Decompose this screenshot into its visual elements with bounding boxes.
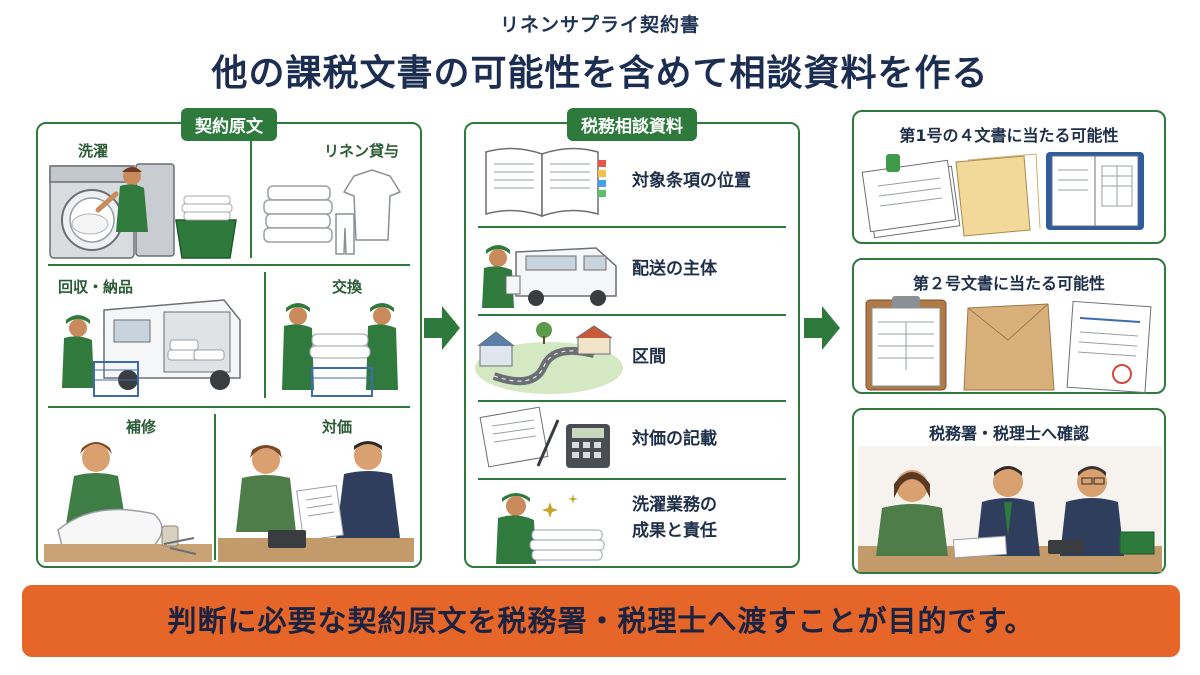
row-divider bbox=[478, 400, 786, 402]
list-item: 対象条項の位置 bbox=[466, 138, 798, 224]
washing-machine-illustration bbox=[49, 163, 237, 259]
cell-payment: 対価 bbox=[218, 414, 414, 562]
driver-van-icon bbox=[482, 245, 617, 308]
tax-consultation-panel: 税務相談資料 対象条項の位置 配送の主体 bbox=[464, 108, 800, 568]
documents-stack-icon bbox=[861, 152, 1144, 239]
cell-label-pickup-delivery: 回収・納品 bbox=[58, 278, 134, 296]
open-book-icon bbox=[485, 147, 606, 218]
grid-divider-h2 bbox=[48, 406, 410, 408]
cell-label-linen-rental: リネン貸与 bbox=[324, 142, 400, 160]
grid-divider-v2 bbox=[264, 272, 266, 398]
row-divider bbox=[478, 478, 786, 480]
list-item: 対価の記載 bbox=[466, 406, 798, 476]
exchange-illustration bbox=[282, 303, 398, 397]
row-divider bbox=[478, 314, 786, 316]
cell-exchange: 交換 bbox=[268, 270, 414, 402]
confirm-title: 税務署・税理士へ確認 bbox=[928, 424, 1089, 443]
grid-divider-h1 bbox=[48, 264, 410, 266]
cell-linen-rental: リネン貸与 bbox=[254, 136, 414, 262]
linen-stack-illustration bbox=[263, 169, 402, 255]
cell-label-washing: 洗濯 bbox=[78, 142, 109, 160]
payment-meeting-illustration bbox=[218, 441, 414, 562]
linen-worker-icon bbox=[496, 493, 605, 564]
item-label-washing-outcome: 洗濯業務の 成果と責任 bbox=[632, 495, 717, 541]
tax-consultation-tag: 税務相談資料 bbox=[567, 108, 697, 141]
possibility-title-2: 第２号文書に当たる可能性 bbox=[912, 274, 1105, 293]
item-label-delivery-entity: 配送の主体 bbox=[632, 259, 717, 279]
list-item: 区間 bbox=[466, 320, 798, 398]
delivery-van-illustration bbox=[62, 299, 241, 397]
cell-pickup-delivery: 回収・納品 bbox=[44, 270, 262, 402]
item-label-payment-entry: 対価の記載 bbox=[632, 429, 717, 449]
cell-label-repair: 補修 bbox=[126, 418, 157, 436]
cell-label-exchange: 交換 bbox=[332, 278, 363, 296]
route-map-icon bbox=[475, 322, 623, 394]
cell-label-payment: 対価 bbox=[322, 418, 353, 436]
item-label-clause-location: 対象条項の位置 bbox=[632, 171, 751, 191]
document-calculator-icon bbox=[479, 406, 610, 468]
possibility-panel-1: 第1号の４文書に当たる可能性 bbox=[852, 110, 1166, 244]
page-title: 他の課税文書の可能性を含めて相談資料を作る bbox=[211, 53, 989, 94]
row-divider bbox=[478, 226, 786, 228]
contract-original-panel: 契約原文 洗濯 リネン貸与 bbox=[36, 108, 422, 568]
conclusion-banner: 判断に必要な契約原文を税務署・税理士へ渡すことが目的です。 bbox=[22, 585, 1180, 657]
grid-divider-v1 bbox=[250, 138, 252, 258]
tax-advisor-meeting-illustration bbox=[858, 446, 1162, 572]
arrow-right-icon bbox=[424, 306, 460, 350]
cell-repair: 補修 bbox=[44, 414, 212, 562]
confirm-panel: 税務署・税理士へ確認 bbox=[852, 408, 1166, 574]
list-item: 配送の主体 bbox=[466, 232, 798, 312]
contract-original-tag: 契約原文 bbox=[181, 108, 277, 141]
grid-divider-v3 bbox=[214, 414, 216, 560]
subtitle: リネンサプライ契約書 bbox=[499, 14, 700, 36]
item-label-section: 区間 bbox=[632, 347, 666, 367]
list-item: 洗濯業務の 成果と責任 bbox=[466, 484, 798, 564]
arrow-right-icon bbox=[804, 306, 840, 350]
possibility-title-1: 第1号の４文書に当たる可能性 bbox=[899, 126, 1119, 145]
repair-illustration bbox=[44, 442, 212, 562]
clipboard-envelope-icon bbox=[865, 296, 1152, 394]
possibility-panel-2: 第２号文書に当たる可能性 bbox=[852, 258, 1166, 394]
cell-washing: 洗濯 bbox=[44, 136, 248, 262]
